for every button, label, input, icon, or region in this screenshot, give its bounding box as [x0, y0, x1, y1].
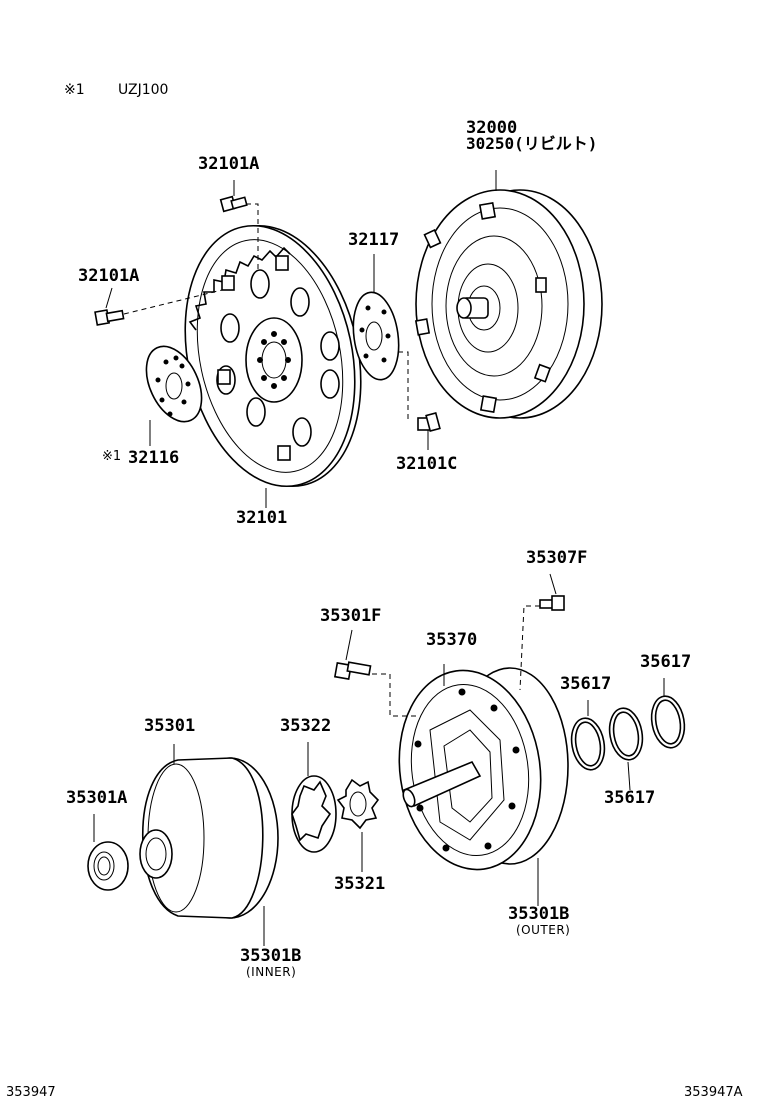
part-label-35617-a: 35617: [640, 652, 692, 672]
part-sub-35301b-inner: (INNER): [246, 965, 297, 979]
part-label-35307f: 35307F: [526, 548, 588, 568]
drive-plate: [184, 224, 362, 508]
part-label-32117: 32117: [348, 230, 400, 250]
bolt-32101a-left: [94, 287, 223, 326]
part-label-35301b-outer: 35301B: [508, 904, 570, 924]
figure-code-right: 353947A: [684, 1085, 743, 1100]
part-sub-35301b-outer: (OUTER): [516, 923, 571, 937]
drive-gear: [336, 778, 380, 872]
part-label-35301: 35301: [144, 716, 196, 736]
torque-converter: [414, 170, 603, 419]
bolt-32101a-top: [219, 180, 259, 270]
part-label-32101c: 32101C: [396, 454, 458, 474]
part-label-32116: 32116: [128, 448, 180, 468]
bolt-35307f: [519, 573, 565, 691]
pump-body: [398, 664, 569, 906]
part-label-30250: 30250(リビルト): [466, 134, 598, 153]
part-label-32101a-top: 32101A: [198, 154, 260, 174]
part-label-32101a-left: 32101A: [78, 266, 140, 286]
plate-32116: [145, 345, 203, 446]
part-label-35617-b: 35617: [560, 674, 612, 694]
part-label-32000: 32000: [466, 118, 518, 138]
note-model: UZJ100: [118, 82, 169, 98]
part-label-35321: 35321: [334, 874, 386, 894]
oil-seal: [87, 814, 129, 891]
bolt-35301f: [333, 629, 420, 717]
part-label-32116-mark: ※1: [102, 449, 122, 464]
plate-32117: [352, 254, 409, 420]
part-label-35617-c: 35617: [604, 788, 656, 808]
part-label-35301b-inner: 35301B: [240, 946, 302, 966]
part-label-35301f: 35301F: [320, 606, 382, 626]
part-label-35322: 35322: [280, 716, 332, 736]
o-rings: [570, 678, 686, 791]
bolt-32101c: [417, 411, 441, 450]
oil-pump-cover: [139, 744, 279, 946]
part-label-35301a: 35301A: [66, 788, 128, 808]
driven-gear: [291, 742, 337, 853]
figure-code-left: 353947: [6, 1085, 56, 1100]
part-label-35370: 35370: [426, 630, 478, 650]
part-label-32101: 32101: [236, 508, 288, 528]
note-mark: ※1: [64, 82, 85, 98]
